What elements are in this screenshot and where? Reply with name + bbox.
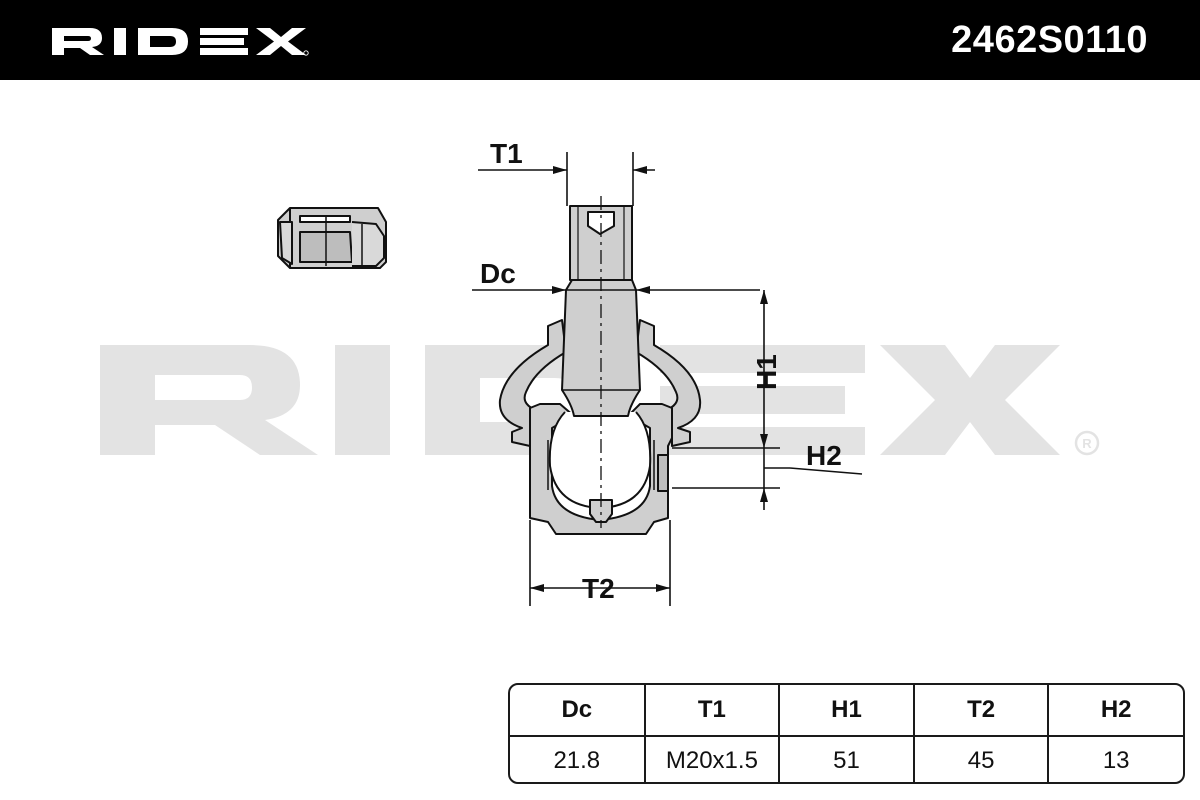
spec-value-t1: M20x1.5 — [644, 736, 781, 782]
svg-text:R: R — [1082, 436, 1092, 451]
dimension-label-h1: H1 — [751, 354, 782, 390]
dimension-lines — [472, 152, 863, 606]
spec-header-h2: H2 — [1048, 685, 1183, 737]
spec-value-t2: 45 — [913, 736, 1050, 782]
dimension-label-t2: T2 — [582, 573, 615, 604]
nut-illustration — [277, 207, 387, 269]
spec-table-header-row: Dc T1 H1 T2 H2 — [510, 685, 1183, 737]
dimension-label-dc: Dc — [480, 258, 516, 289]
technical-drawing: R — [100, 138, 1100, 606]
spec-table-value-row: 21.8 M20x1.5 51 45 13 — [510, 736, 1183, 782]
dimension-label-t1: T1 — [490, 138, 523, 169]
spec-value-h2: 13 — [1102, 746, 1130, 774]
spec-value-dc: 21.8 — [510, 736, 646, 782]
ridex-logo — [52, 28, 309, 56]
spec-header-h1: H1 — [779, 685, 915, 737]
part-number: 2462S0110 — [951, 19, 1148, 61]
spec-header-t2: T2 — [913, 685, 1050, 737]
spec-header-dc: Dc — [510, 685, 646, 737]
header-bar: 2462S0110 — [0, 0, 1200, 80]
ball-joint-illustration — [498, 196, 702, 535]
spec-table: Dc T1 H1 T2 H2 21.8 M20x1.5 51 45 13 — [508, 683, 1185, 784]
spec-value-h1: 51 — [779, 736, 915, 782]
dimension-label-h2: H2 — [806, 440, 842, 471]
spec-header-t1: T1 — [644, 685, 781, 737]
